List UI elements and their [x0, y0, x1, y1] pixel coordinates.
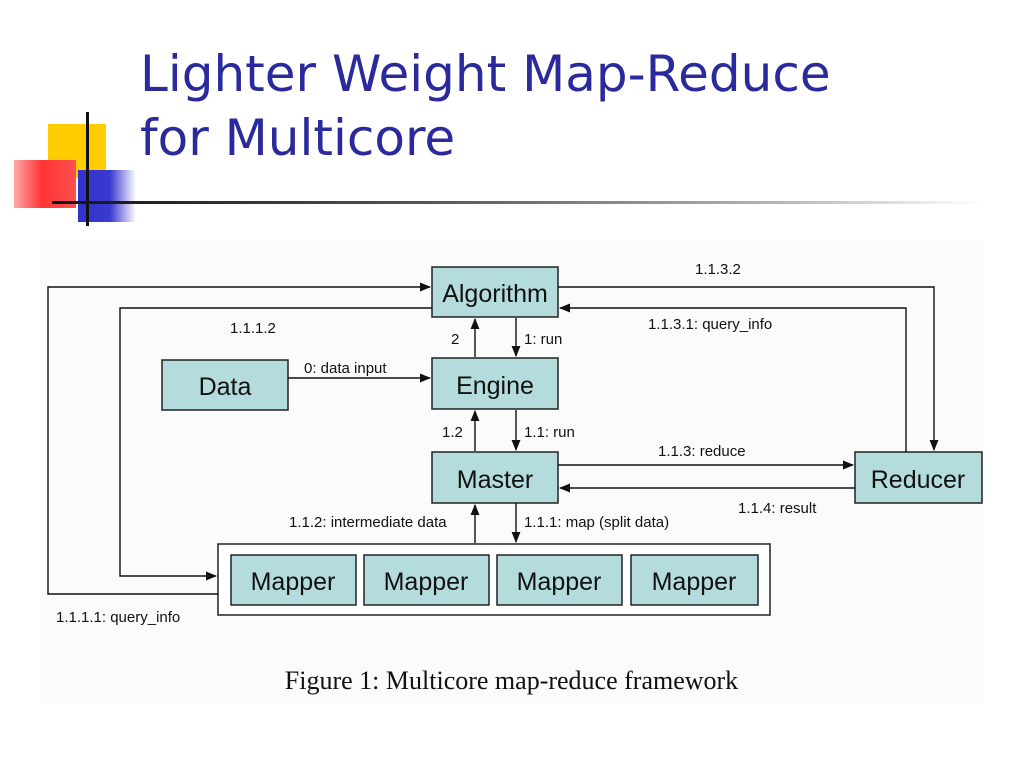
mapper-box: Mapper — [496, 554, 623, 606]
edge-algorithm-to-reducer — [558, 286, 939, 452]
edge-mappers-to-algorithm — [47, 282, 432, 595]
figure-caption: Figure 1: Multicore map-reduce framework — [284, 666, 739, 695]
engine-box: Engine — [431, 357, 559, 410]
label-intermediate: 1.1.2: intermediate data — [289, 514, 447, 531]
mapper-box: Mapper — [363, 554, 490, 606]
label-run-1-1: 1.1: run — [524, 424, 575, 441]
label-query-info-mapper: 1.1.1.1: query_info — [56, 609, 180, 626]
mapper-label: Mapper — [384, 568, 469, 596]
reducer-label: Reducer — [871, 466, 966, 494]
slide-title: Lighter Weight Map-Reduce for Multicore — [140, 42, 831, 170]
algorithm-label: Algorithm — [442, 280, 548, 308]
label-run: 1: run — [524, 331, 562, 348]
engine-label: Engine — [456, 372, 534, 400]
label-map-split: 1.1.1: map (split data) — [524, 514, 669, 531]
decor-red-square — [14, 160, 76, 208]
label-result: 1.1.4: result — [738, 500, 817, 517]
label-query-info-reducer: 1.1.3.1: query_info — [648, 316, 772, 333]
data-label: Data — [199, 373, 252, 401]
edge-algorithm-to-mappers — [119, 307, 432, 581]
mapper-label: Mapper — [517, 568, 602, 596]
decor-vertical-line — [86, 112, 89, 226]
label-return-mapper: 1.1.1.2 — [230, 320, 276, 337]
label-one-two: 1.2 — [442, 424, 463, 441]
master-label: Master — [457, 466, 533, 494]
edge-reducer-to-algorithm — [558, 303, 907, 452]
data-box: Data — [161, 359, 289, 411]
slide-title-line-1: Lighter Weight Map-Reduce — [140, 45, 831, 103]
slide-title-line-2: for Multicore — [140, 109, 456, 167]
algorithm-box: Algorithm — [431, 266, 559, 318]
label-return-reducer: 1.1.3.2 — [695, 261, 741, 278]
label-reduce: 1.1.3: reduce — [658, 443, 746, 460]
mapper-label: Mapper — [251, 568, 336, 596]
mapper-label: Mapper — [652, 568, 737, 596]
mapper-box: Mapper — [630, 554, 759, 606]
decor-horizontal-line — [52, 201, 982, 204]
label-two: 2 — [451, 331, 459, 348]
master-box: Master — [431, 451, 559, 504]
label-data-input: 0: data input — [304, 360, 387, 377]
mapper-box: Mapper — [230, 554, 357, 606]
reducer-box: Reducer — [854, 451, 983, 504]
